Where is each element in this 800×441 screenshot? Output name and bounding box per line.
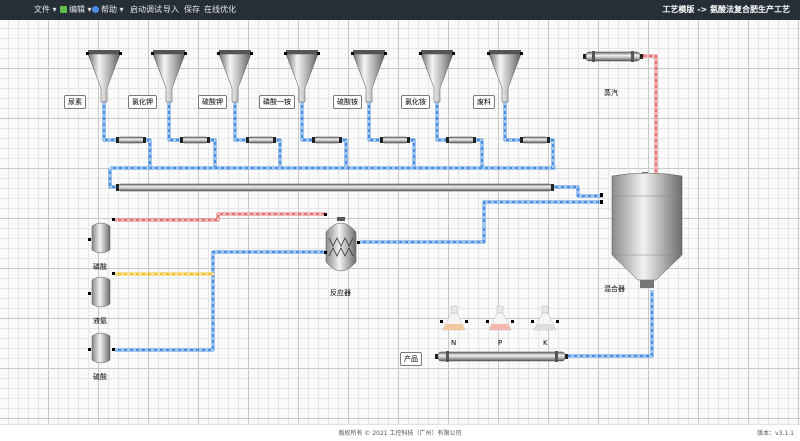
flask-n[interactable] (440, 305, 468, 331)
hopper-label-as: 硫酸铵 (333, 95, 362, 109)
hopper-nh4cl[interactable] (419, 50, 455, 103)
version-text: 版本：v3.1.1 (757, 430, 794, 437)
valve[interactable] (446, 136, 476, 144)
menu-optimize[interactable]: 在线优化 (204, 5, 236, 14)
hopper-label-k2so4: 硫酸钾 (198, 95, 227, 109)
footer: 版权所有 © 2021 工控科技（广州）有限公司 版本：v3.1.1 (0, 424, 800, 441)
hopper-urea[interactable] (86, 50, 122, 103)
menu-file[interactable]: 文件 ▾ (34, 5, 57, 14)
hopper-label-waste: 废料 (473, 95, 495, 109)
tank-sulfuric-acid[interactable] (88, 332, 115, 364)
tank-liquid-ammonia[interactable] (88, 272, 115, 308)
menu-debug[interactable]: 启动调试 (130, 5, 162, 14)
hopper-as[interactable] (351, 50, 387, 103)
flask-label-n: N (451, 339, 457, 347)
reactor-vessel[interactable] (324, 213, 360, 272)
hopper-kcl[interactable] (151, 50, 187, 103)
copyright-text: 版权所有 © 2021 工控科技（广州）有限公司 (338, 430, 462, 437)
steam-heater[interactable] (583, 51, 643, 62)
hopper-map[interactable] (284, 50, 320, 103)
header-pipe[interactable] (116, 183, 554, 192)
menu-save[interactable]: 保存 (184, 5, 200, 14)
hopper-label-urea: 尿素 (64, 95, 86, 109)
tank-phosphoric-acid[interactable] (88, 218, 115, 254)
valve[interactable] (246, 136, 276, 144)
hopper-pipes (102, 54, 658, 358)
flask-p[interactable] (486, 305, 514, 331)
tank-label-phosphoric: 磷酸 (93, 263, 107, 271)
valve[interactable] (180, 136, 210, 144)
hopper-k2so4[interactable] (217, 50, 253, 103)
valve-group (116, 136, 550, 144)
tank-label-ammonia: 液氨 (93, 317, 107, 325)
valve[interactable] (312, 136, 342, 144)
menu-import[interactable]: 导入 (163, 5, 179, 14)
process-diagram (86, 50, 683, 364)
flask-label-k: K (543, 339, 548, 347)
mixer-vessel[interactable] (600, 172, 683, 288)
top-menu-bar: 文件 ▾ 编辑 ▾ 帮助 ▾ 启动调试 导入 保存 在线优化 工艺模版 -> 氨… (0, 0, 800, 20)
valve[interactable] (520, 136, 550, 144)
hopper-label-map: 磷酸一铵 (259, 95, 295, 109)
hopper-label-kcl: 氯化钾 (128, 95, 157, 109)
valve[interactable] (116, 136, 146, 144)
flask-label-p: P (498, 339, 503, 347)
reactor-label: 反应器 (330, 289, 351, 297)
hopper-label-nh4cl: 氯化铵 (401, 95, 430, 109)
menu-help[interactable]: 帮助 ▾ (92, 0, 124, 20)
menu-edit[interactable]: 编辑 ▾ (60, 0, 92, 20)
product-pipe[interactable] (435, 351, 568, 362)
tank-label-sulfuric: 硫酸 (93, 373, 107, 381)
product-label: 产品 (400, 352, 422, 366)
valve[interactable] (380, 136, 410, 144)
steam-label: 蒸汽 (604, 89, 618, 97)
hopper-waste[interactable] (487, 50, 523, 103)
app-title: 工艺模版 -> 氨酸法复合肥生产工艺 (662, 5, 790, 14)
mixer-label: 混合器 (604, 285, 625, 293)
flask-k[interactable] (531, 305, 559, 331)
hopper-group (86, 50, 523, 103)
help-icon (92, 6, 99, 13)
pencil-icon (60, 6, 67, 13)
